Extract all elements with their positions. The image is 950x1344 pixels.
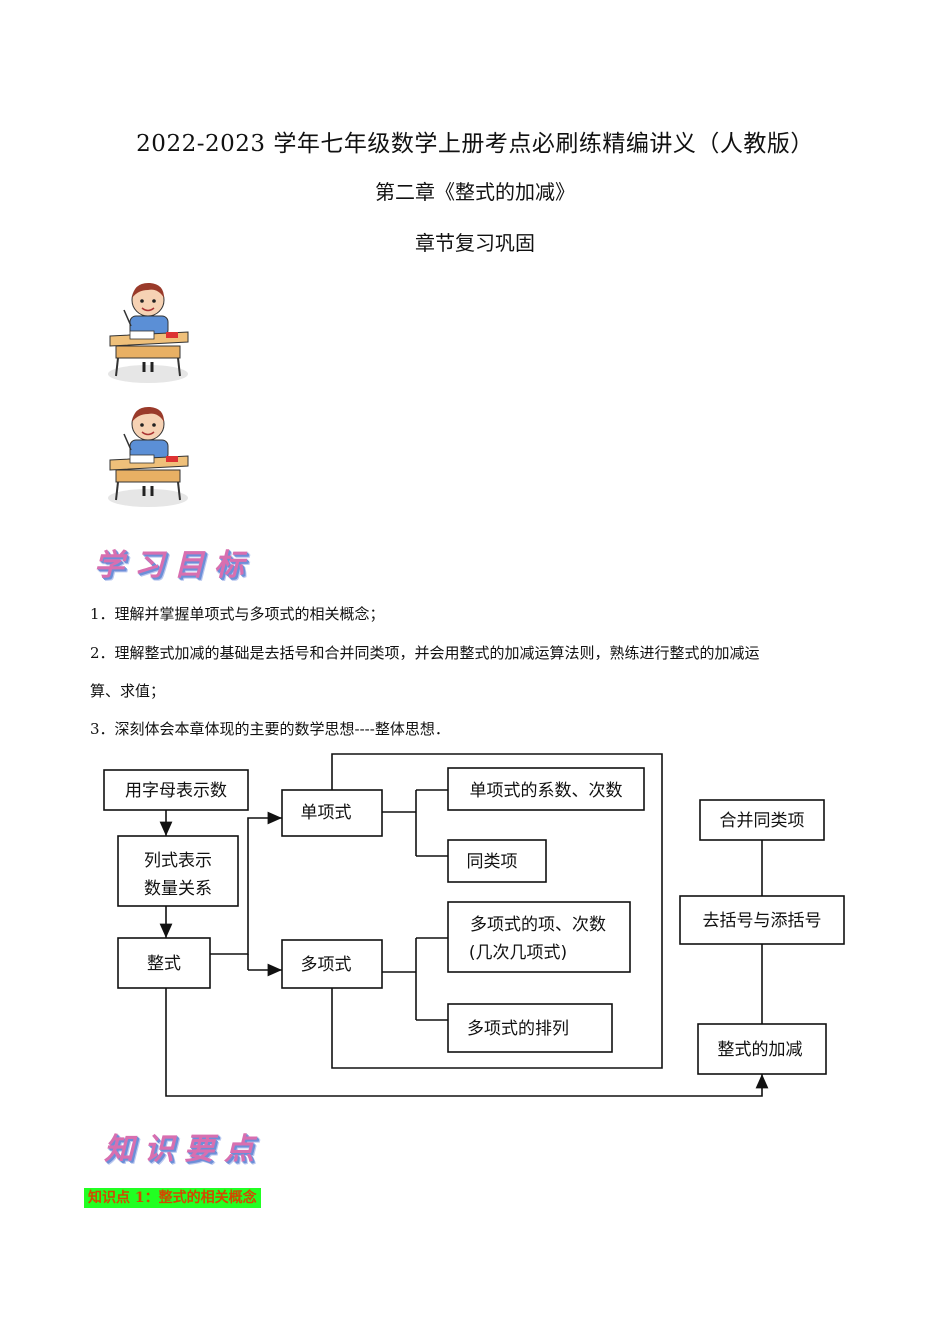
poly-order-label: 多项式的排列 bbox=[467, 1019, 569, 1039]
list-expressions-label-line2: 数量关系 bbox=[144, 879, 212, 899]
box-use-letters bbox=[103, 769, 249, 811]
mono-coef-label: 单项式的系数、次数 bbox=[470, 781, 623, 801]
brackets-label: 去括号与添括号 bbox=[703, 911, 822, 931]
chapter-title: 第二章《整式的加减》 bbox=[375, 180, 575, 204]
use-letters-label: 用字母表示数 bbox=[125, 781, 227, 801]
knowledge-points-heading: 知识要点 bbox=[104, 1132, 264, 1167]
box-mono-coef bbox=[447, 767, 645, 811]
objective-item: 算、求值； bbox=[90, 682, 166, 700]
objective-item: 3．深刻体会本章体现的主要的数学思想----整体思想． bbox=[90, 720, 450, 738]
box-list-expressions bbox=[117, 835, 239, 907]
poly-terms-label-line1: 多项式的项、次数 bbox=[470, 915, 606, 935]
student-at-desk-illustration bbox=[108, 406, 189, 507]
learning-goals-heading: 学习目标 bbox=[94, 548, 254, 583]
knowledge-point-label: 知识点 1：整式的相关概念 bbox=[84, 1188, 261, 1208]
polynomial-expression-label: 整式 bbox=[147, 954, 181, 974]
box-poly-order bbox=[447, 1003, 613, 1053]
monomial-label: 单项式 bbox=[301, 803, 352, 823]
box-like-terms bbox=[447, 839, 547, 883]
box-polynomial-expression bbox=[117, 937, 211, 989]
chapter-concept-map: 用字母表示数 列式表示 数量关系 整式 单项式 多项式 单项式的系数、次数 同类… bbox=[103, 753, 845, 1097]
like-terms-label: 同类项 bbox=[467, 852, 518, 872]
student-at-desk-illustration bbox=[108, 282, 189, 383]
add-sub-label: 整式的加减 bbox=[718, 1040, 803, 1060]
document-title: 2022-2023 学年七年级数学上册考点必刷练精编讲义（人教版） bbox=[136, 131, 814, 157]
objective-item: 1．理解并掌握单项式与多项式的相关概念； bbox=[90, 605, 385, 623]
list-expressions-label-line1: 列式表示 bbox=[144, 851, 212, 871]
box-poly-terms bbox=[447, 901, 631, 973]
objective-item: 2．理解整式加减的基础是去括号和合并同类项，并会用整式的加减运算法则，熟练进行整… bbox=[90, 644, 760, 662]
combine-label: 合并同类项 bbox=[720, 811, 805, 831]
polynomial-label: 多项式 bbox=[301, 955, 352, 975]
poly-terms-label-line2: (几次几项式) bbox=[469, 943, 567, 963]
section-title: 章节复习巩固 bbox=[415, 231, 535, 255]
